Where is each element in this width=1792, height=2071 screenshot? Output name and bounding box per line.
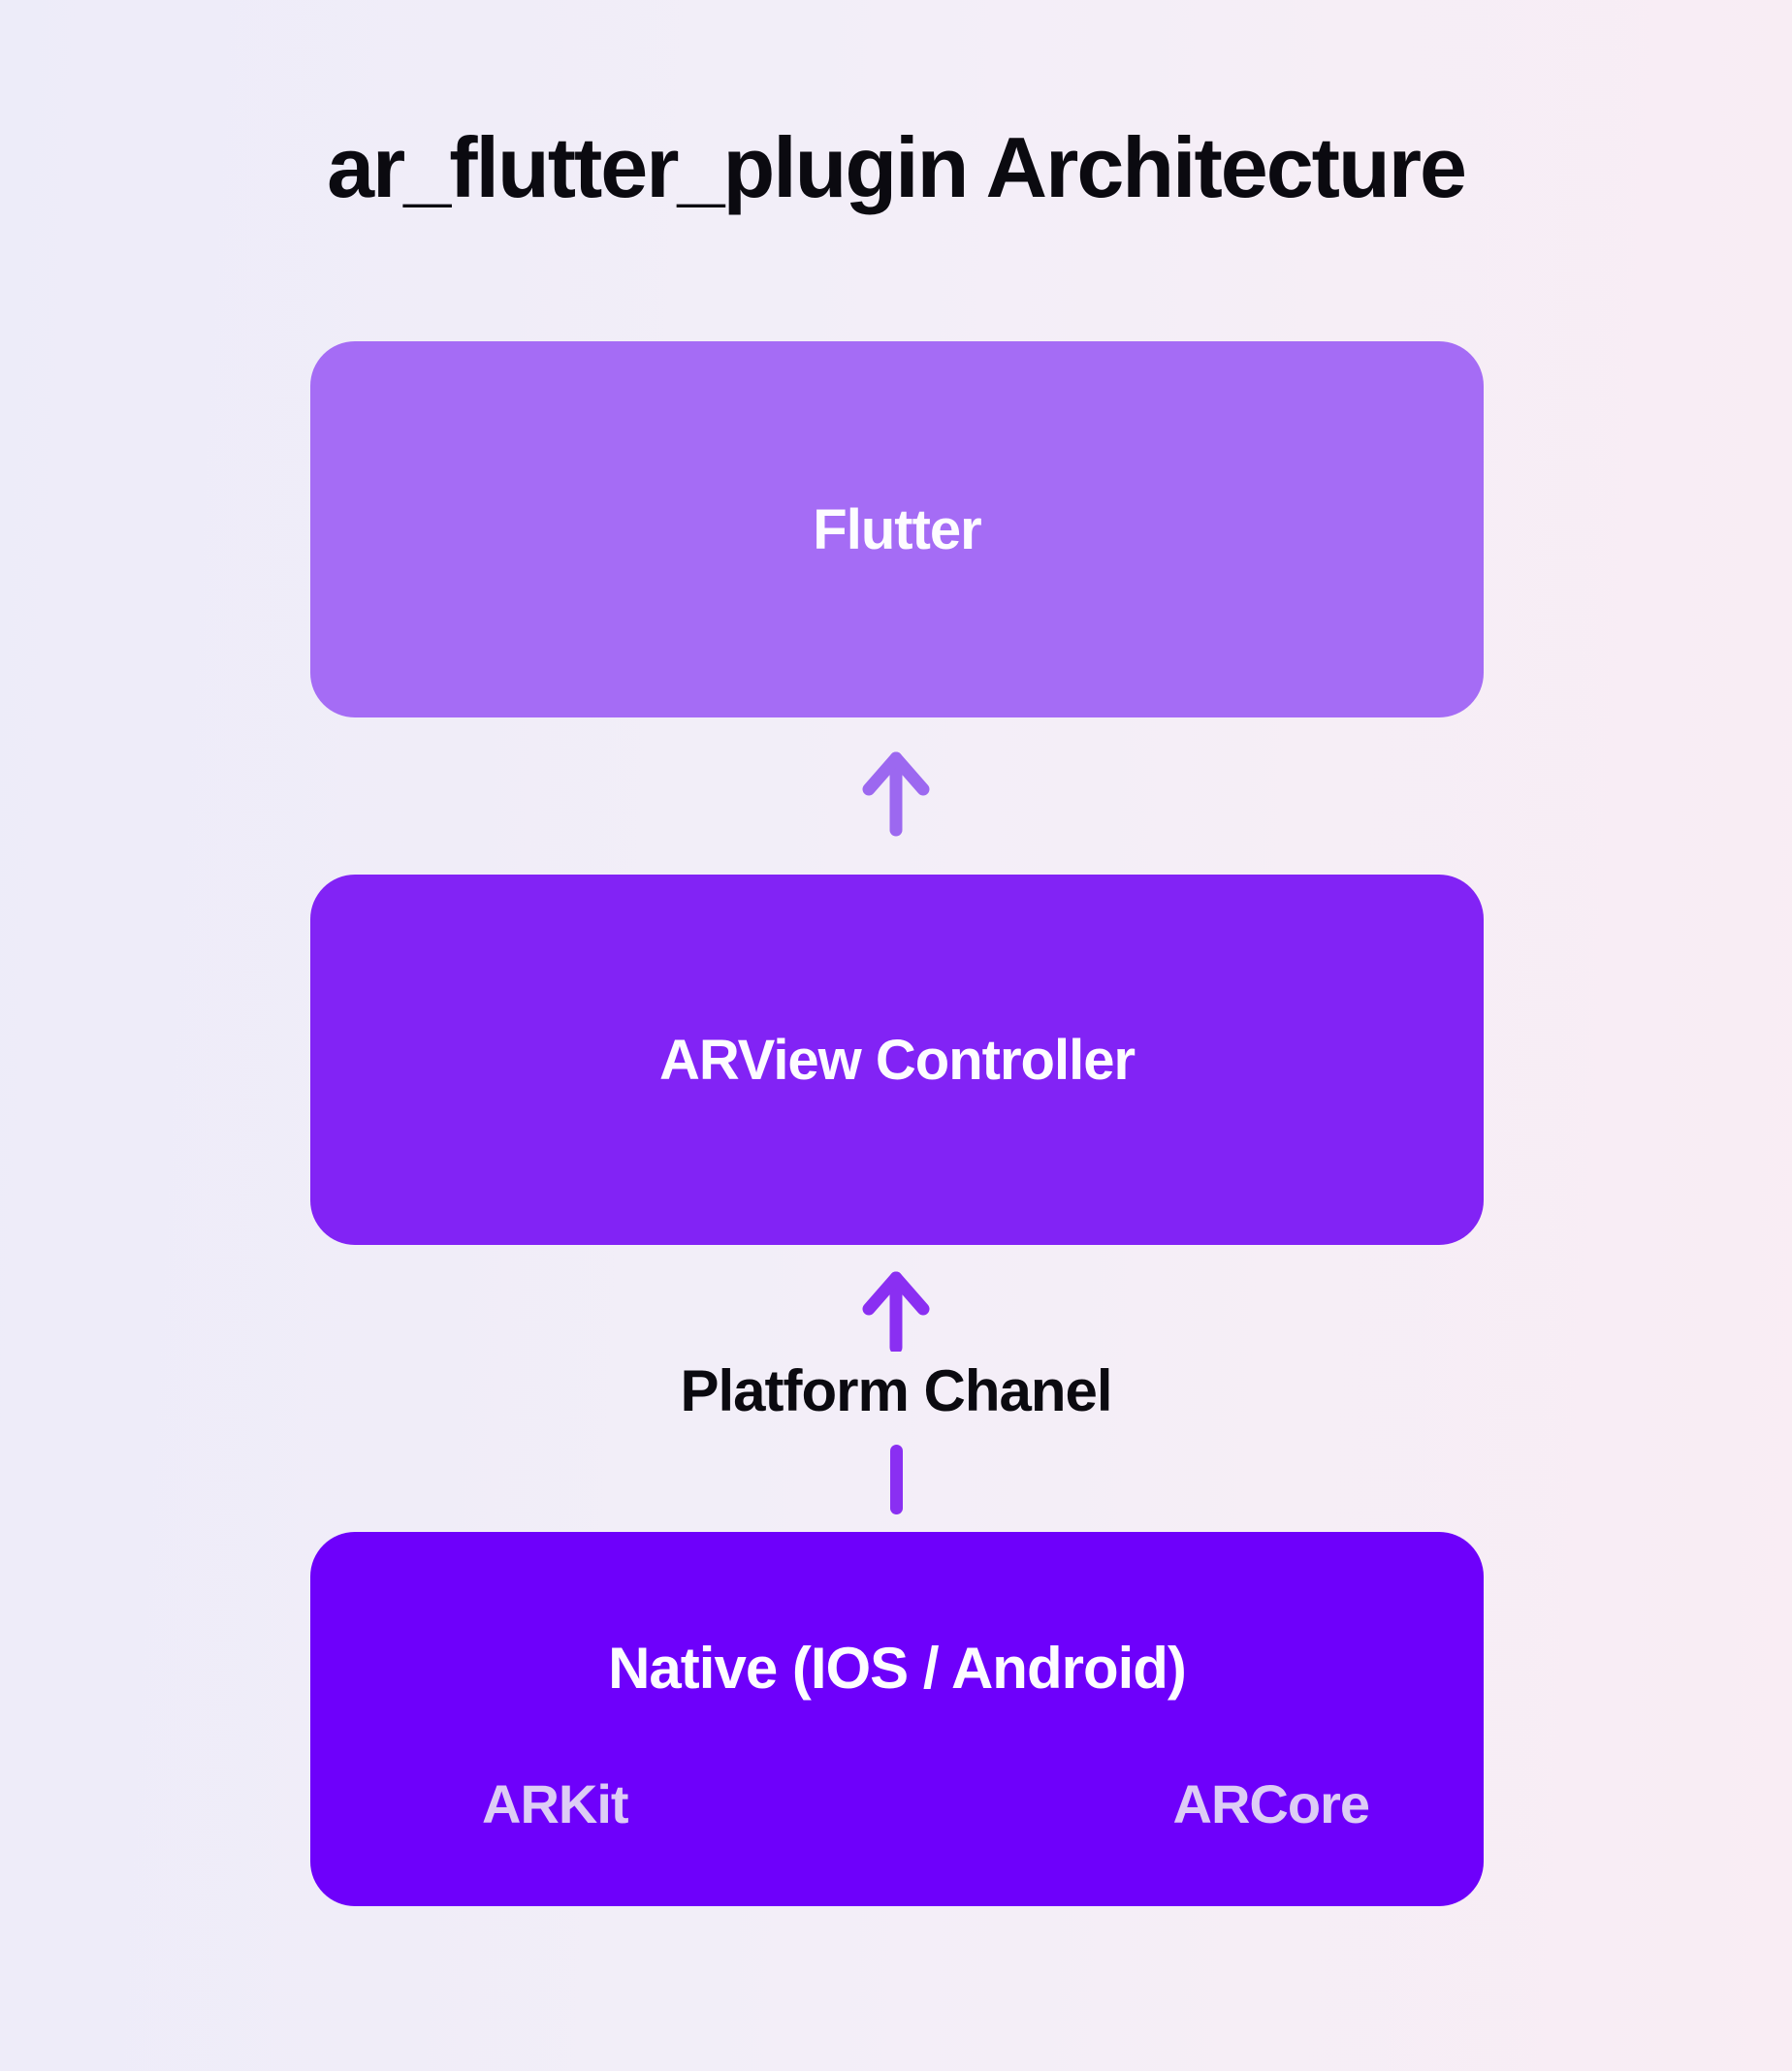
native-node: Native (IOS / Android) ARKit ARCore xyxy=(310,1532,1484,1906)
arrow-tail-segment xyxy=(890,1445,903,1514)
flutter-node: Flutter xyxy=(310,341,1484,717)
diagram-title: ar_flutter_plugin Architecture xyxy=(327,119,1467,215)
flutter-node-label: Flutter xyxy=(813,497,981,561)
up-arrow-icon xyxy=(862,751,930,837)
arkit-label: ARKit xyxy=(482,1773,629,1834)
platform-channel-label: Platform Chanel xyxy=(680,1358,1112,1423)
arcore-label: ARCore xyxy=(1172,1773,1370,1834)
native-sublabel-row: ARKit ARCore xyxy=(482,1772,1370,1835)
arview-controller-node: ARView Controller xyxy=(310,875,1484,1245)
arview-controller-node-label: ARView Controller xyxy=(658,1028,1136,1092)
up-arrow-icon xyxy=(862,1271,930,1352)
native-node-label: Native (IOS / Android) xyxy=(608,1636,1187,1701)
